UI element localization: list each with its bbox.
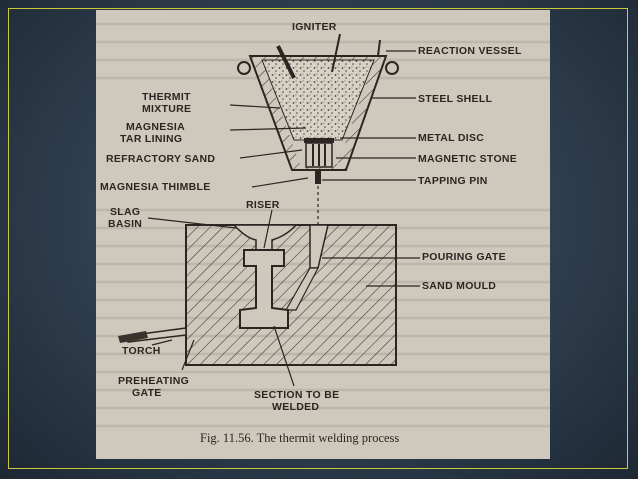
igniter-rod	[276, 45, 296, 79]
label-slag-basin-1: SLAG	[110, 206, 140, 218]
diagram-photo: IGNITER REACTION VESSEL THERMIT MIXTURE …	[96, 10, 550, 459]
thermit-mixture	[261, 59, 375, 141]
slide-frame	[8, 8, 628, 469]
label-thermit-mixture-2: MIXTURE	[142, 103, 191, 115]
label-slag-basin-2: BASIN	[108, 218, 142, 230]
label-reaction-vessel: REACTION VESSEL	[418, 45, 522, 57]
label-torch: TORCH	[122, 345, 161, 357]
leader-lines	[147, 50, 420, 387]
thermit-welding-diagram: IGNITER REACTION VESSEL THERMIT MIXTURE …	[96, 21, 550, 445]
label-riser: RISER	[246, 199, 280, 211]
sand-mould	[185, 224, 397, 366]
label-refractory-sand: REFRACTORY SAND	[106, 153, 215, 165]
label-preheating-gate-2: GATE	[132, 387, 162, 399]
right-lug	[385, 61, 399, 75]
label-section-welded-1: SECTION TO BE	[254, 389, 339, 401]
label-magnesia-tar-2: TAR LINING	[120, 133, 182, 145]
rail-section	[239, 249, 289, 329]
magnesia-tar-lining	[250, 56, 386, 170]
figure-caption: Fig. 11.56. The thermit welding process	[200, 431, 399, 445]
label-sand-mould: SAND MOULD	[422, 280, 496, 292]
label-preheating-gate-1: PREHEATING	[118, 375, 189, 387]
label-thermit-mixture-1: THERMIT	[142, 91, 191, 103]
tapping-pin	[315, 170, 321, 184]
label-pouring-gate: POURING GATE	[422, 251, 506, 263]
label-tapping-pin: TAPPING PIN	[418, 175, 488, 187]
label-section-welded-2: WELDED	[272, 401, 319, 413]
left-lug	[237, 61, 251, 75]
metal-disc	[304, 138, 334, 143]
label-magnesia-tar-1: MAGNESIA	[126, 121, 185, 133]
label-metal-disc: METAL DISC	[418, 132, 484, 144]
label-magnesia-thimble: MAGNESIA THIMBLE	[100, 181, 211, 193]
label-steel-shell: STEEL SHELL	[418, 93, 493, 105]
torch	[118, 331, 148, 343]
label-magnetic-stone: MAGNETIC STONE	[418, 153, 517, 165]
label-igniter: IGNITER	[292, 21, 337, 33]
